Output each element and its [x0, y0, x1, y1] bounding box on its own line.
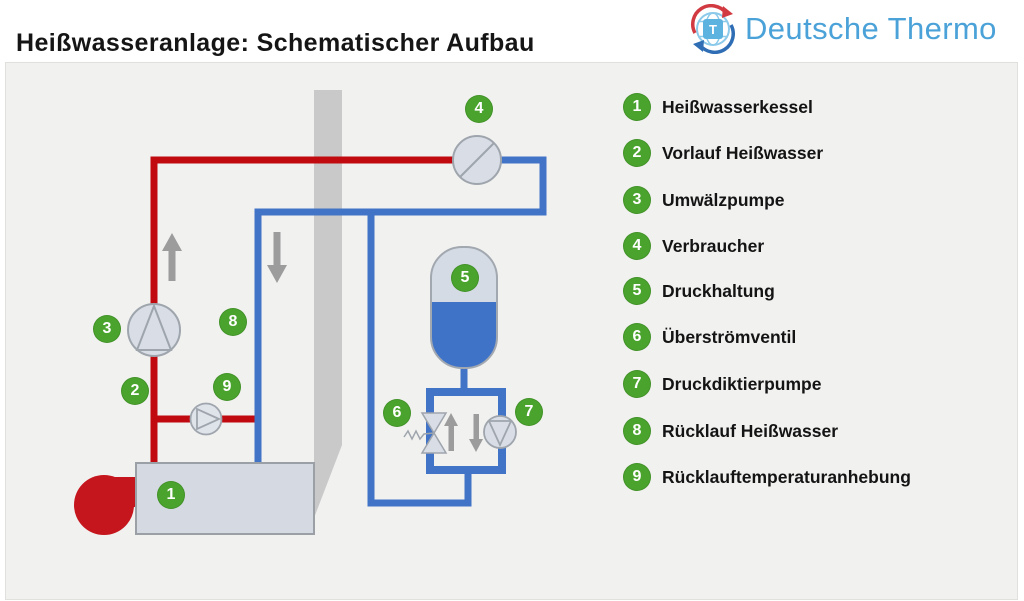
consumer-valve	[452, 135, 502, 185]
legend-marker-5: 5	[623, 277, 651, 305]
legend-item-2: 2 Vorlauf Heißwasser	[623, 139, 823, 167]
legend-marker-7: 7	[623, 370, 651, 398]
diagram-marker-6: 6	[383, 399, 411, 427]
legend-marker-8: 8	[623, 417, 651, 445]
diagram-marker-7: 7	[515, 398, 543, 426]
legend-marker-4: 4	[623, 232, 651, 260]
logo-globe-sync-icon: T	[691, 4, 735, 54]
logo-text: Deutsche Thermo	[745, 11, 997, 46]
diagram-marker-5: 5	[451, 264, 479, 292]
loop-down-arrow	[469, 414, 483, 452]
burner-flame	[74, 475, 137, 535]
legend-item-9: 9 Rücklauftemperaturanhebung	[623, 463, 911, 491]
diagram-marker-4: 4	[465, 95, 493, 123]
return-raise-pump	[189, 402, 223, 436]
circulation-pump	[127, 303, 181, 357]
return-pipes	[254, 156, 547, 507]
legend-marker-1: 1	[623, 93, 651, 121]
diagram-marker-1: 1	[157, 481, 185, 509]
overflow-valve	[403, 412, 448, 454]
loop-up-arrow	[444, 413, 458, 451]
logo-monogram: T	[709, 22, 717, 37]
pressure-vessel	[430, 246, 498, 369]
chimney	[314, 90, 342, 518]
legend-label-6: Überströmventil	[662, 326, 797, 347]
legend-item-3: 3 Umwälzpumpe	[623, 186, 785, 214]
legend-item-1: 1 Heißwasserkessel	[623, 93, 813, 121]
legend-marker-2: 2	[623, 139, 651, 167]
legend-label-8: Rücklauf Heißwasser	[662, 420, 839, 441]
legend-marker-3: 3	[623, 186, 651, 214]
diagram-marker-9: 9	[213, 373, 241, 401]
legend-item-7: 7 Druckdiktierpumpe	[623, 370, 821, 398]
flow-up-arrow	[162, 233, 182, 281]
legend-item-8: 8 Rücklauf Heißwasser	[623, 417, 838, 445]
diagram-marker-2: 2	[121, 377, 149, 405]
diagram-marker-3: 3	[93, 315, 121, 343]
legend-item-5: 5 Druckhaltung	[623, 277, 775, 305]
legend-label-5: Druckhaltung	[662, 280, 775, 301]
legend-label-7: Druckdiktierpumpe	[662, 373, 822, 394]
legend-marker-9: 9	[623, 463, 651, 491]
legend-label-2: Vorlauf Heißwasser	[662, 142, 824, 163]
legend-marker-6: 6	[623, 323, 651, 351]
diagram-marker-8: 8	[219, 308, 247, 336]
legend-item-4: 4 Verbraucher	[623, 232, 764, 260]
flow-down-arrow	[267, 232, 287, 283]
legend-label-9: Rücklauftemperaturanhebung	[662, 466, 911, 487]
legend-item-6: 6 Überströmventil	[623, 323, 796, 351]
legend-label-3: Umwälzpumpe	[662, 189, 785, 210]
pressure-pump	[483, 415, 517, 449]
legend-label-4: Verbraucher	[662, 235, 765, 256]
schematic-drawing	[74, 90, 547, 535]
flow-arrows	[162, 232, 483, 452]
legend-label-1: Heißwasserkessel	[662, 96, 813, 117]
logo: T Deutsche Thermo	[686, 4, 997, 54]
page-title: Heißwasseranlage: Schematischer Aufbau	[16, 28, 535, 57]
